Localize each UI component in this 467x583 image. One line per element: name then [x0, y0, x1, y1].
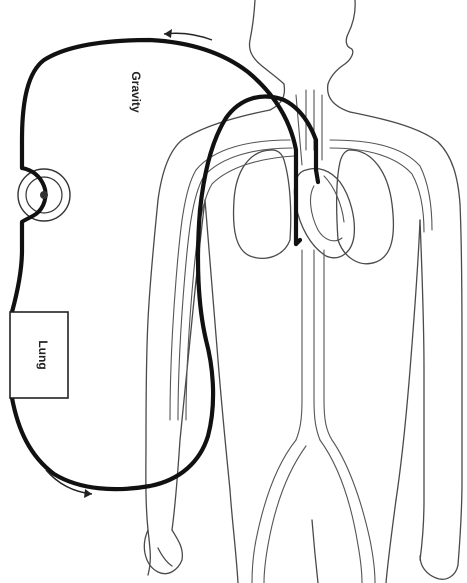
- flow-arrow-top-head: [164, 29, 172, 38]
- iliac-right-1: [320, 440, 362, 583]
- iliac-left-2: [264, 446, 306, 583]
- right-shoulder: [350, 112, 460, 204]
- left-arm-outer: [146, 200, 158, 575]
- head-outline-right: [328, 0, 355, 84]
- right-leg: [386, 500, 396, 583]
- left-arm-vessel-1: [170, 140, 290, 420]
- right-hand: [420, 556, 458, 579]
- right-arm-inner: [420, 220, 424, 560]
- flow-arrow-top: [164, 29, 212, 40]
- iliac-left-1: [252, 440, 296, 583]
- iliac-right-2: [332, 440, 375, 583]
- left-leg: [230, 490, 238, 583]
- pump-hub: [40, 191, 48, 199]
- aorta-left: [296, 250, 302, 440]
- venous-cannula: [296, 240, 300, 244]
- circuit-tubing-mid: [12, 222, 22, 314]
- circuit-tubing-lower: [12, 97, 316, 490]
- head-outline: [250, 0, 285, 84]
- roller-pump: [18, 168, 70, 222]
- arterial-cannula: [316, 170, 318, 182]
- vena-cava: [324, 250, 332, 440]
- right-torso: [396, 220, 420, 500]
- vessels: [170, 95, 432, 583]
- left-hand-finger: [158, 548, 172, 566]
- flow-arrow-bottom-head: [84, 489, 92, 498]
- oxygenator: Lung: [10, 312, 68, 398]
- right-arm-outer: [458, 204, 462, 565]
- aorta-right: [314, 250, 320, 440]
- gravity-label: Gravity: [129, 71, 143, 113]
- circuit: Lung Gravity: [10, 29, 318, 498]
- heart: [294, 169, 354, 258]
- right-lung: [337, 150, 394, 264]
- oxygenator-label: Lung: [36, 340, 50, 369]
- inner-leg: [312, 520, 318, 583]
- neck-right: [328, 84, 350, 112]
